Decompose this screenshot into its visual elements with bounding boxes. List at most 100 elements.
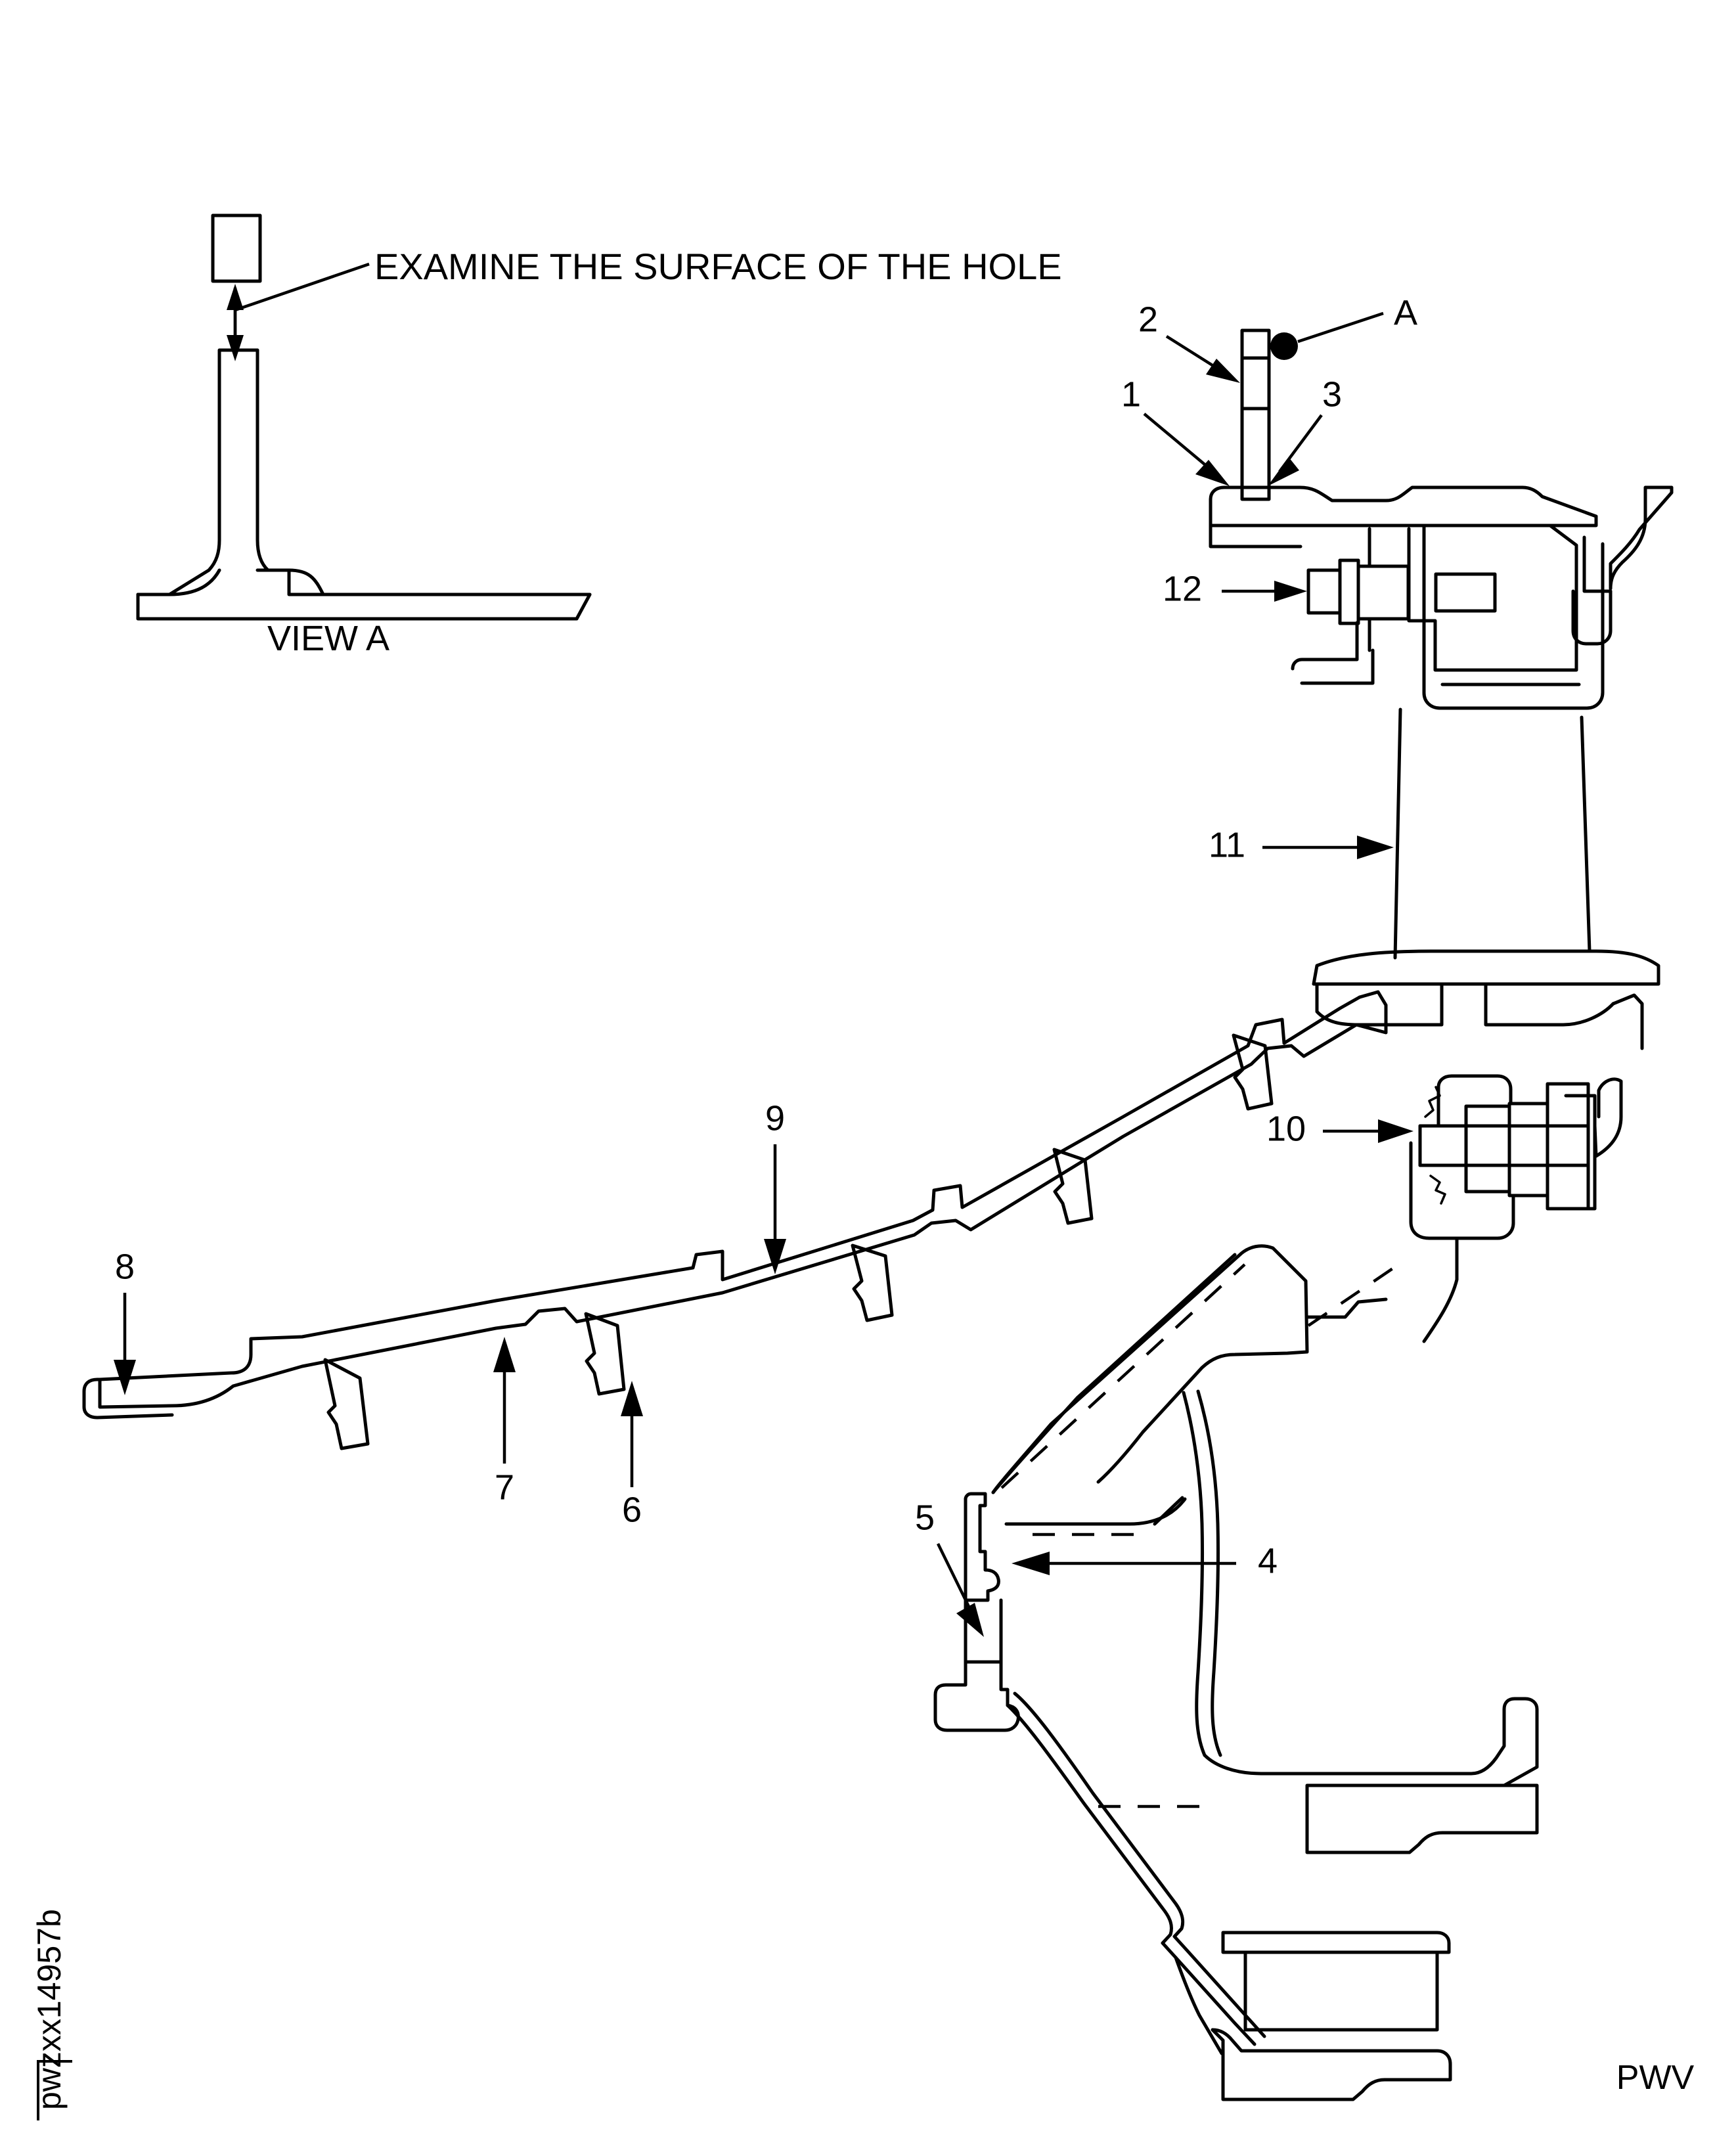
lower-fastener-seat bbox=[1409, 1141, 1515, 1240]
bracket-lower-tab-b bbox=[1300, 648, 1375, 685]
lower-bolt-body bbox=[1464, 1104, 1511, 1194]
callout-12: 12 bbox=[1163, 569, 1307, 608]
callout-3-label: 3 bbox=[1322, 374, 1342, 414]
callout-12-label: 12 bbox=[1163, 569, 1202, 608]
callout-9: 9 bbox=[764, 1098, 786, 1274]
view-a-flange-lower-step bbox=[256, 568, 534, 596]
strip-right-termination bbox=[1354, 990, 1388, 1035]
callout-6: 6 bbox=[621, 1381, 643, 1529]
fastener-bolt bbox=[1306, 527, 1497, 652]
lower-panel-hidden-edge-right bbox=[1307, 1266, 1395, 1327]
lower-body-center-rib-left bbox=[1182, 1391, 1207, 1757]
view-a-detail: EXAMINE THE SURFACE OF THE HOLE VIEW A bbox=[136, 213, 1062, 658]
callout-1-label: 1 bbox=[1121, 374, 1141, 414]
callout-4: 4 bbox=[1012, 1541, 1278, 1580]
lower-panel-shelf-top bbox=[1004, 1497, 1187, 1526]
callout-10: 10 bbox=[1266, 1109, 1413, 1148]
view-a-flange-profile bbox=[136, 348, 592, 621]
callout-1: 1 bbox=[1121, 374, 1230, 486]
web-panel-flange-rib-right bbox=[1484, 982, 1615, 1027]
vertical-web-panel bbox=[1312, 707, 1660, 1050]
callout-2: 2 bbox=[1138, 300, 1240, 383]
bolt-washer bbox=[1338, 558, 1360, 625]
view-a-gap-arrow bbox=[227, 284, 244, 361]
strip-tab-4 bbox=[1052, 1148, 1094, 1225]
callout-4-arrowhead bbox=[1012, 1552, 1050, 1575]
callout-10-arrowhead bbox=[1378, 1119, 1413, 1143]
callout-9-arrowhead bbox=[764, 1239, 786, 1274]
bolt-thread bbox=[1434, 572, 1497, 613]
upper-bracket-assembly: A bbox=[1209, 293, 1674, 710]
callout-2-label: 2 bbox=[1138, 300, 1158, 339]
web-panel-right-hook bbox=[1611, 993, 1644, 1050]
base-lower-block bbox=[1243, 1950, 1439, 2032]
base-flange-shelf bbox=[1305, 1783, 1539, 1854]
bolt-head bbox=[1306, 568, 1342, 615]
bracket-lower-tab-a bbox=[1291, 621, 1359, 671]
base-left-skirt bbox=[1174, 1956, 1224, 2055]
callout-1-leader bbox=[1143, 413, 1218, 476]
bracket-housing-outer bbox=[1422, 524, 1605, 710]
lower-bolt-shank bbox=[1507, 1102, 1549, 1198]
callout-7-label: 7 bbox=[495, 1467, 514, 1507]
lower-bolt-head bbox=[1418, 1124, 1468, 1167]
upper-flange-underside bbox=[1209, 524, 1302, 549]
callout-5-label: 5 bbox=[915, 1498, 935, 1537]
view-a-flange-step bbox=[136, 568, 221, 596]
lower-fastener-serration bbox=[1424, 1086, 1441, 1118]
angled-strip-assembly bbox=[82, 990, 1388, 1450]
callout-7-arrowhead bbox=[493, 1337, 516, 1372]
lower-bolt-nut bbox=[1546, 1082, 1590, 1211]
callout-4-label: 4 bbox=[1258, 1541, 1278, 1580]
callout-3: 3 bbox=[1268, 374, 1342, 486]
strip-tab-3 bbox=[851, 1243, 894, 1322]
lower-panel-left-rail bbox=[964, 1492, 1000, 1602]
lower-fastener-hook bbox=[1593, 1077, 1623, 1158]
lower-fastener-upper-seat bbox=[1436, 1074, 1513, 1128]
base-bottom-flange bbox=[1211, 2028, 1452, 2101]
callout-9-label: 9 bbox=[765, 1098, 785, 1138]
web-panel-bottom-flange bbox=[1312, 949, 1660, 986]
lower-panel-right-lip bbox=[1305, 1297, 1388, 1319]
strip-tab-2 bbox=[584, 1312, 626, 1396]
lower-body-outline-left bbox=[1006, 1703, 1257, 2046]
callout-8: 8 bbox=[114, 1247, 136, 1395]
callout-7: 7 bbox=[493, 1337, 516, 1507]
lower-body-outline-left-inner bbox=[1013, 1691, 1266, 2038]
lower-panel-top-web bbox=[991, 1244, 1309, 1494]
web-panel-flange-rib bbox=[1315, 982, 1444, 1027]
callout-5-arrowhead bbox=[956, 1603, 984, 1637]
callout-11-arrowhead bbox=[1357, 836, 1394, 859]
examine-note-leader bbox=[234, 262, 370, 312]
bracket-right-hook bbox=[1609, 485, 1674, 591]
detail-point-a-dot bbox=[1270, 332, 1298, 360]
lower-fastener-stem bbox=[1422, 1236, 1459, 1343]
lower-panel-hidden-fold bbox=[1000, 1263, 1246, 1489]
base-flange-upper bbox=[1203, 1697, 1539, 1787]
web-panel-left-edge bbox=[1393, 707, 1402, 960]
callout-5-leader bbox=[936, 1543, 973, 1611]
bracket-housing-box bbox=[1407, 524, 1578, 672]
strip-tab-5 bbox=[1232, 1033, 1274, 1111]
lower-body-center-rib-right bbox=[1196, 1389, 1222, 1757]
bolt-shank bbox=[1356, 564, 1410, 621]
strip-lower-edge bbox=[98, 1023, 1358, 1409]
strip-upper-edge bbox=[98, 995, 1362, 1381]
callout-8-label: 8 bbox=[115, 1247, 135, 1286]
callout-6-label: 6 bbox=[622, 1490, 642, 1529]
upper-flange-plate bbox=[1209, 485, 1598, 527]
callout-8-arrowhead bbox=[114, 1360, 136, 1395]
strip-left-tip bbox=[82, 1377, 174, 1420]
lower-panel-web-edge bbox=[991, 1253, 1237, 1494]
lower-body-panel bbox=[933, 1244, 1539, 2101]
stud-pin-outline bbox=[1240, 328, 1271, 501]
bracket-right-hook-stem bbox=[1582, 535, 1613, 593]
callout-10-label: 10 bbox=[1266, 1109, 1306, 1148]
detail-a-label: A bbox=[1394, 293, 1417, 332]
lower-bolt-flange-plate bbox=[1564, 1094, 1597, 1211]
base-lower-block-upper bbox=[1221, 1931, 1451, 1954]
callout-2-arrowhead bbox=[1206, 359, 1240, 383]
view-a-label: VIEW A bbox=[267, 619, 389, 658]
